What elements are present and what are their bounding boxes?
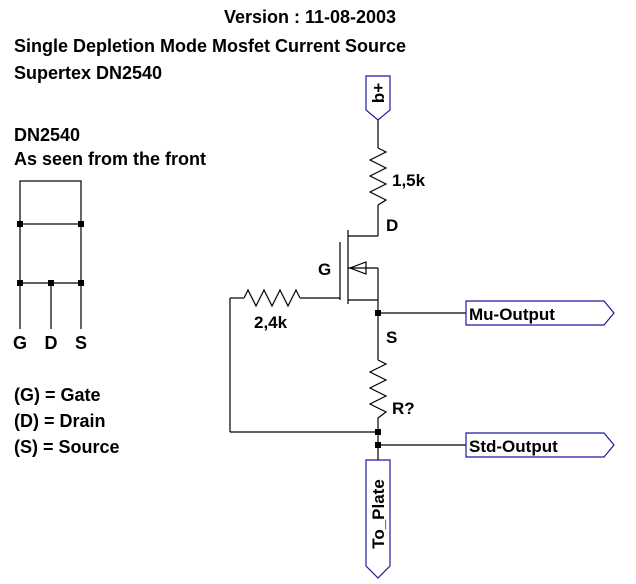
supply-port-label: b+ xyxy=(369,83,388,103)
mu-output-label: Mu-Output xyxy=(469,305,555,324)
source-resistor-value: R? xyxy=(392,399,415,418)
gate-pin-label: G xyxy=(318,260,331,279)
package-pin-d: D xyxy=(45,333,58,353)
mosfet-symbol xyxy=(339,230,379,304)
std-output-port: Std-Output xyxy=(465,432,615,458)
supply-port: b+ xyxy=(365,75,391,121)
drain-resistor-value: 1,5k xyxy=(392,171,426,190)
to-plate-port: To_Plate xyxy=(365,459,391,579)
to-plate-label: To_Plate xyxy=(369,479,388,549)
package-title: DN2540 xyxy=(14,125,80,145)
gate-resistor xyxy=(243,288,301,308)
legend-drain: (D) = Drain xyxy=(14,411,106,431)
package-outline xyxy=(17,180,84,329)
gate-resistor-value: 2,4k xyxy=(254,313,288,332)
source-resistor xyxy=(368,359,388,419)
package-pin-g: G xyxy=(13,333,27,353)
source-pin-label: S xyxy=(386,328,397,347)
page-subtitle: Supertex DN2540 xyxy=(14,63,162,83)
page-title: Single Depletion Mode Mosfet Current Sou… xyxy=(14,36,406,56)
package-subtitle: As seen from the front xyxy=(14,149,206,169)
drain-pin-label: D xyxy=(386,216,398,235)
version-text: Version : 11-08-2003 xyxy=(224,7,396,27)
package-pin-s: S xyxy=(75,333,87,353)
legend-gate: (G) = Gate xyxy=(14,385,101,405)
legend-source: (S) = Source xyxy=(14,437,120,457)
drain-resistor xyxy=(368,147,388,206)
mu-output-port: Mu-Output xyxy=(465,300,615,326)
std-output-label: Std-Output xyxy=(469,437,558,456)
